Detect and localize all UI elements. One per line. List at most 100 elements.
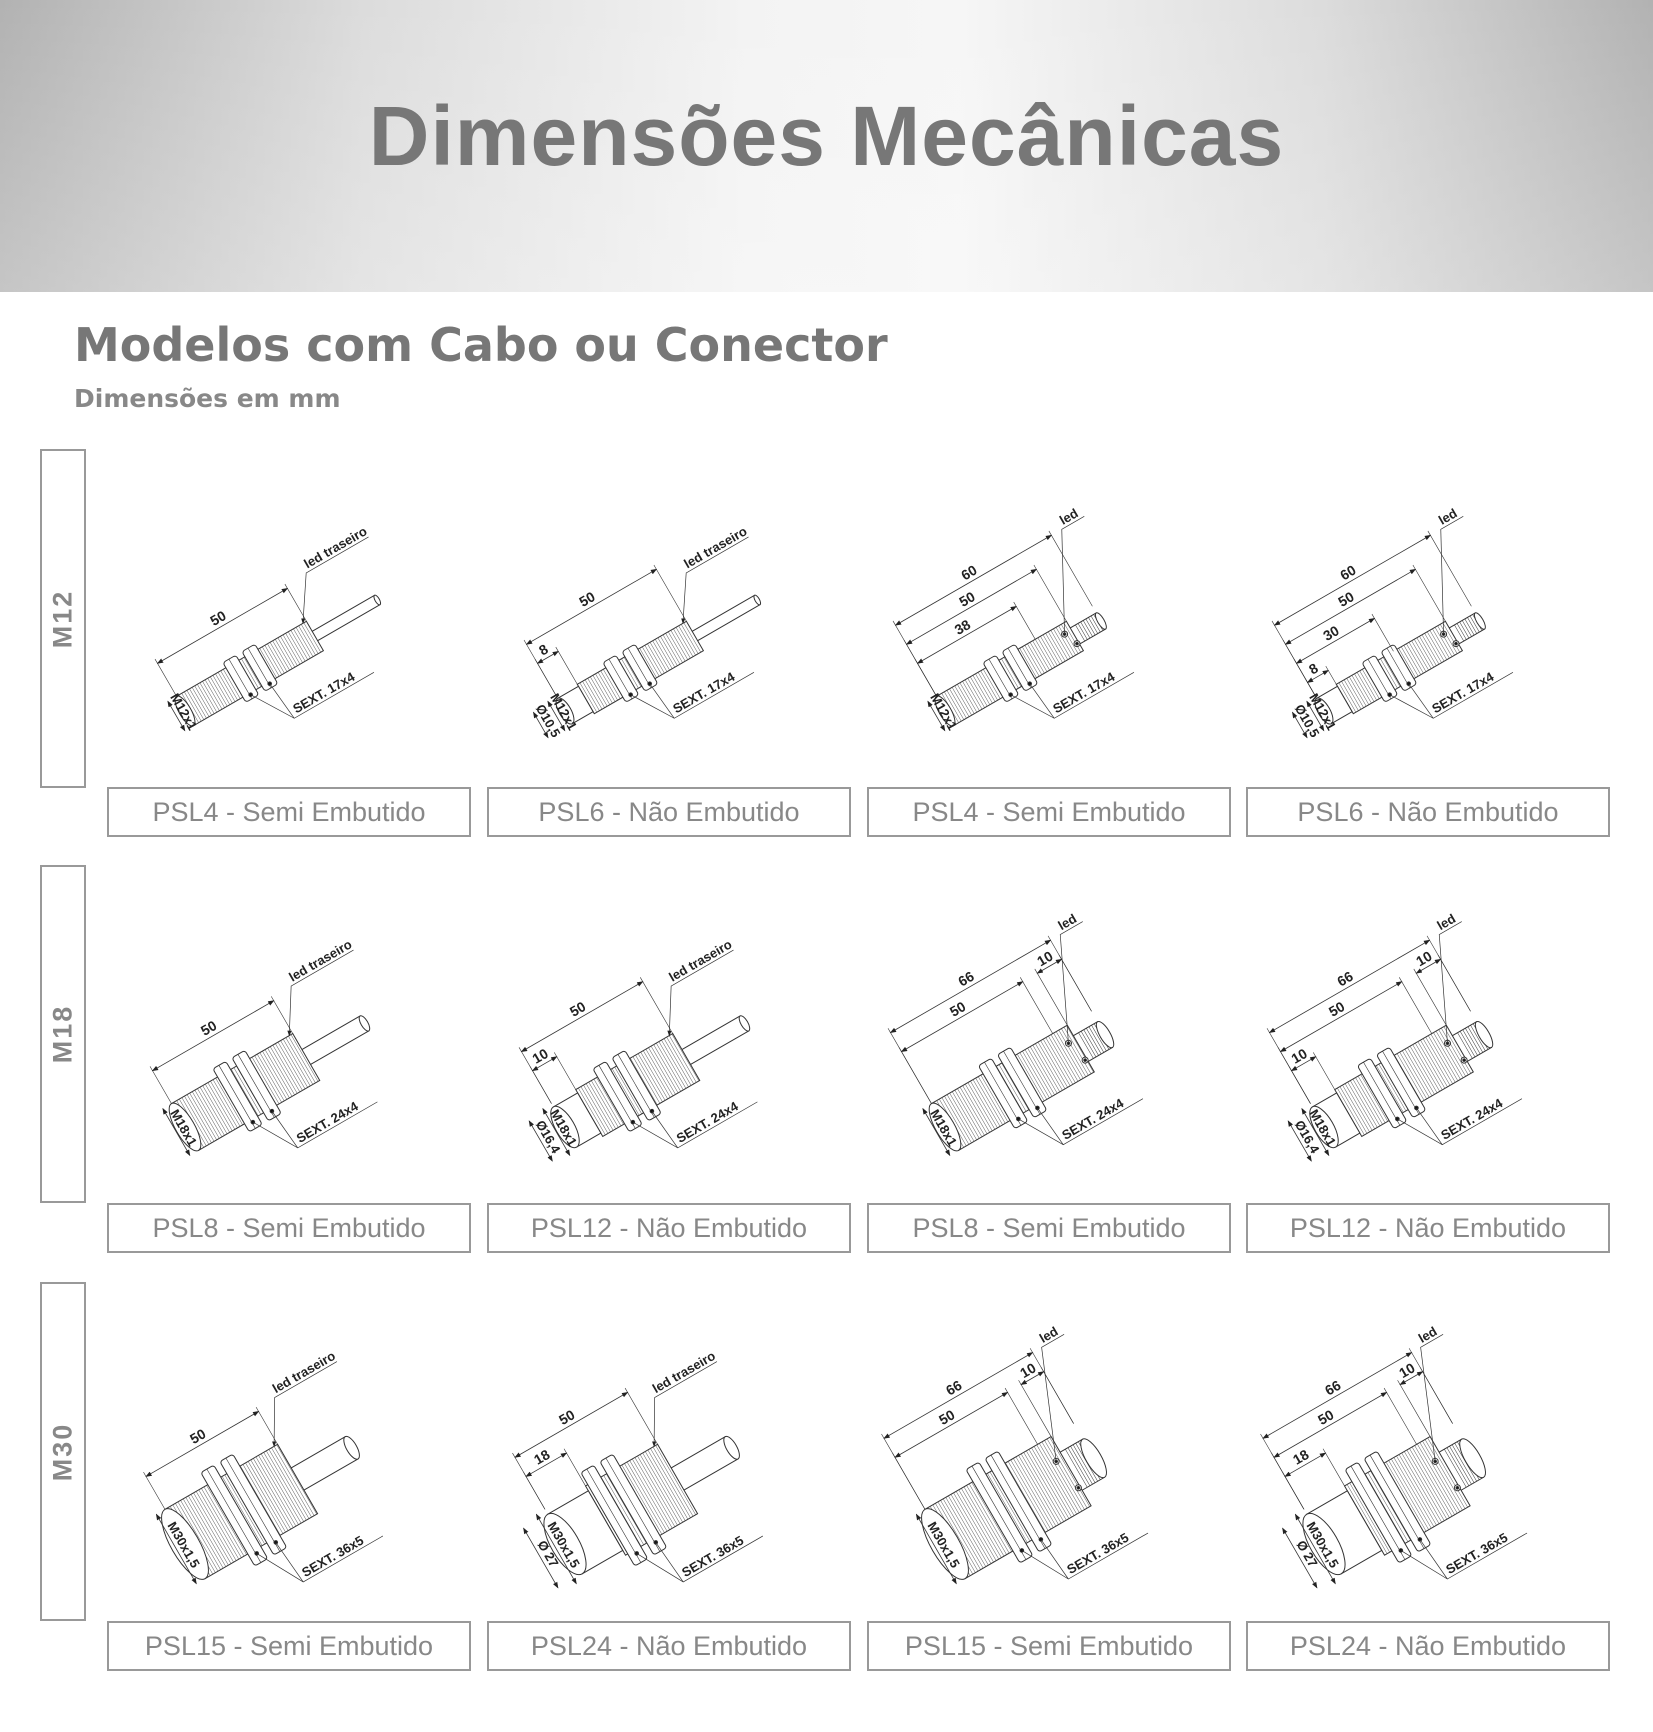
thread-line	[983, 669, 1001, 699]
extension-line	[154, 658, 177, 697]
hex-leader	[649, 683, 675, 719]
hex-size-label: SEXT. 36x5	[299, 1533, 366, 1580]
thread-line	[290, 630, 309, 660]
thread-line	[954, 1090, 983, 1137]
thread-line	[240, 1465, 281, 1536]
thread-line	[1443, 1026, 1472, 1074]
thread-line	[959, 1087, 988, 1134]
thread-line	[657, 637, 676, 668]
hex-nut-edge	[617, 1054, 655, 1118]
thread-line	[637, 1053, 666, 1101]
dimension-line	[525, 568, 658, 645]
thread-line	[192, 1091, 220, 1139]
hex-leader	[1419, 1539, 1448, 1580]
thread-line	[223, 669, 241, 699]
thread-line	[221, 1476, 263, 1546]
thread-line	[644, 645, 663, 675]
dimension-line	[1036, 958, 1063, 974]
hex-size-label: SEXT. 24x4	[1059, 1095, 1127, 1143]
hex-size-label: SEXT. 17x4	[1050, 669, 1118, 717]
thread-line	[1018, 1455, 1059, 1525]
dimension-line	[1290, 1056, 1317, 1072]
thread-line	[206, 1485, 247, 1555]
dimension-label: 50	[956, 588, 978, 610]
hex-leader	[1010, 671, 1135, 719]
thread-line	[1432, 628, 1450, 659]
diameter-dimension-line	[1292, 711, 1308, 739]
diameter-dimension-line	[523, 1527, 559, 1589]
dimension-line	[916, 605, 1017, 664]
thread-line	[1419, 636, 1437, 666]
hex-leader	[269, 683, 295, 719]
led-indicator-dot	[1433, 1459, 1437, 1464]
thread-line	[1053, 628, 1071, 659]
thread-line	[1411, 1446, 1453, 1517]
thread-line	[1066, 1025, 1094, 1073]
thread-line	[1045, 1037, 1074, 1085]
extension-line	[529, 1066, 552, 1104]
thread-line	[1385, 1461, 1427, 1532]
thread-line	[276, 1444, 317, 1515]
hex-nut	[622, 644, 658, 691]
dimension-label: 50	[567, 998, 589, 1020]
dimension-label: 50	[947, 998, 969, 1020]
thread-line	[217, 672, 236, 702]
cable-end	[343, 1435, 360, 1460]
model-caption: PSL12 - Não Embutido	[1246, 1203, 1610, 1253]
extension-line	[534, 658, 557, 697]
thread-line	[1056, 1031, 1084, 1079]
thread-line	[940, 1500, 981, 1570]
nut-dot	[1387, 692, 1392, 697]
thread-line	[272, 1045, 301, 1092]
connector-thread	[1454, 624, 1464, 642]
extension-line	[1058, 954, 1092, 1012]
thread-line	[975, 1078, 1003, 1125]
thread-line	[669, 1035, 697, 1083]
hex-nut-edge	[627, 647, 652, 689]
thread-line	[1050, 1034, 1079, 1082]
thread-line	[271, 1447, 312, 1518]
hex-size-label: SEXT. 36x5	[1064, 1530, 1131, 1577]
extension-line	[270, 996, 294, 1034]
extension-line	[1427, 530, 1472, 607]
thread-line	[1441, 1028, 1469, 1075]
thread-line	[285, 633, 303, 663]
thread-line	[957, 684, 975, 714]
cable-end	[753, 594, 762, 606]
connector-thread	[1469, 615, 1480, 633]
thread-line	[255, 1456, 297, 1527]
thread-line	[1401, 646, 1419, 677]
thread-line	[941, 1097, 970, 1145]
extension-line	[1371, 613, 1394, 652]
extension-line	[1282, 1471, 1305, 1510]
dimension-label: 50	[1315, 1406, 1337, 1428]
thread-line	[1042, 634, 1061, 665]
model-caption: PSL15 - Semi Embutido	[107, 1621, 471, 1671]
diameter-dimension-line	[162, 1107, 191, 1157]
thread-line	[1360, 1074, 1388, 1122]
connector-thread	[1088, 1026, 1105, 1053]
hex-size-label: SEXT. 17x4	[290, 669, 358, 717]
thread-line	[1440, 624, 1458, 654]
thread-line	[1342, 1085, 1370, 1132]
thread-line	[1414, 1445, 1455, 1515]
section-title: Modelos com Cabo ou Conector	[74, 318, 888, 372]
thread-line	[955, 1491, 997, 1561]
connector-thread	[1470, 1025, 1486, 1052]
thread-line	[210, 1081, 238, 1128]
thread-line	[944, 691, 962, 722]
thread-line	[1341, 681, 1359, 711]
dimension-label: 66	[1334, 968, 1356, 990]
thread-line	[1053, 1033, 1081, 1080]
connector-thread	[1462, 620, 1472, 637]
thread-line	[1420, 1040, 1448, 1087]
led-label: led traseiro	[666, 936, 734, 984]
cable-end	[358, 1015, 371, 1032]
hex-nut-edge	[228, 658, 253, 700]
extension-line	[1419, 1367, 1453, 1424]
